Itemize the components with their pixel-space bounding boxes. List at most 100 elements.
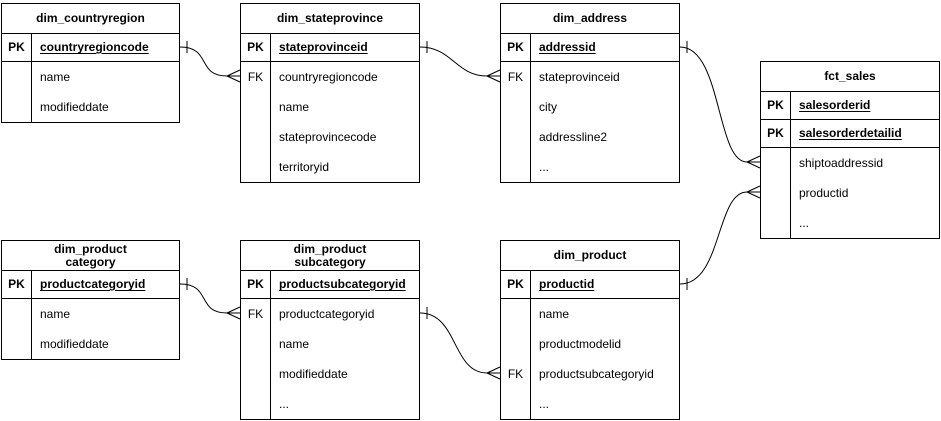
column-name: salesorderdetailid [799,126,902,140]
edge-line [679,191,748,285]
entity-dim-product-subcategory[interactable]: dim_product subcategory PK productsubcat… [240,240,420,420]
entity-dim-address[interactable]: dim_address PK addressid FK stateprovinc… [500,3,680,183]
key-cell [241,122,271,152]
table-row: city [501,92,679,122]
key-cell [501,122,531,152]
relationship-product-fctsales[interactable] [679,185,761,290]
table-row: name [2,62,179,92]
crowfoot-many-icon [226,306,241,320]
column-name: addressline2 [539,129,608,144]
column-name: name [40,69,71,84]
column-name: name [279,99,310,114]
key-cell [501,299,531,329]
crowfoot-many-icon [226,69,241,83]
column-name: countryregioncode [40,40,149,54]
table-row: modifieddate [241,359,419,389]
key-cell [501,152,531,182]
table-row: PK stateprovinceid [241,34,419,62]
fk-label: FK [241,62,271,92]
table-title: dim_product subcategory [241,241,419,271]
key-cell [241,329,271,359]
pk-label: PK [2,34,32,61]
table-title: dim_stateprovince [241,4,419,34]
table-row: FK productcategoryid [241,299,419,329]
column-name: ... [799,215,810,230]
crowfoot-many-icon [746,185,761,199]
relationship-countryregion-stateprovince[interactable] [179,41,241,83]
column-name: modifieddate [279,366,348,381]
table-row: FK stateprovinceid [501,62,679,92]
fk-label: FK [501,62,531,92]
table-row: name [501,299,679,329]
table-row: territoryid [241,152,419,182]
key-cell [761,148,791,178]
table-row: modifieddate [2,329,179,359]
key-cell [2,92,32,122]
relationship-category-subcategory[interactable] [179,278,241,320]
entity-dim-stateprovince[interactable]: dim_stateprovince PK stateprovinceid FK … [240,3,420,183]
table-row: FK productsubcategoryid [501,359,679,389]
key-cell [761,178,791,208]
table-row: PK salesorderdetailid [761,120,939,148]
table-row: ... [501,152,679,182]
key-cell [761,208,791,238]
column-name: ... [539,396,550,411]
key-cell [241,359,271,389]
table-title: dim_product [501,241,679,271]
column-name: modifieddate [40,336,109,351]
table-row: FK countryregioncode [241,62,419,92]
table-row: stateprovincecode [241,122,419,152]
key-cell [501,92,531,122]
key-cell [241,389,271,419]
column-name: ... [279,396,290,411]
column-name: productmodelid [539,336,622,351]
entity-dim-countryregion[interactable]: dim_countryregion PK countryregioncode n… [1,3,180,123]
column-name: territoryid [279,159,330,174]
column-name: productsubcategoryid [539,366,654,381]
relationship-stateprovince-address[interactable] [419,41,501,83]
column-name: name [279,336,310,351]
table-row: PK addressid [501,34,679,62]
table-row: PK productid [501,271,679,299]
table-title: dim_address [501,4,679,34]
relationship-address-fctsales[interactable] [679,41,761,169]
fk-label: FK [241,299,271,329]
pk-label: PK [241,271,271,298]
edge-line [179,283,228,314]
edge-line [419,312,488,374]
column-name: salesorderid [799,98,871,112]
column-name: stateprovinceid [539,69,620,84]
column-name: countryregioncode [279,69,378,84]
column-name: productid [799,185,849,200]
pk-label: PK [761,92,791,119]
pk-label: PK [241,34,271,61]
crowfoot-many-icon [486,366,501,380]
edge-line [419,46,488,77]
table-title: dim_product category [2,241,179,271]
entity-fct-sales[interactable]: fct_sales PK salesorderid PK salesorderd… [760,61,940,239]
table-row: shiptoaddressid [761,148,939,178]
table-row: PK productsubcategoryid [241,271,419,299]
key-cell [2,329,32,359]
entity-dim-product[interactable]: dim_product PK productid name productmod… [500,240,680,420]
table-title: fct_sales [761,62,939,92]
column-name: stateprovincecode [279,129,377,144]
table-row: PK salesorderid [761,92,939,120]
column-name: name [539,306,570,321]
relationship-subcategory-product[interactable] [419,307,501,380]
key-cell [241,92,271,122]
pk-label: PK [501,34,531,61]
key-cell [241,152,271,182]
column-name: ... [539,159,550,174]
key-cell [2,62,32,92]
edge-line [679,46,748,163]
entity-dim-product-category[interactable]: dim_product category PK productcategoryi… [1,240,180,360]
table-row: productid [761,178,939,208]
table-row: PK countryregioncode [2,34,179,62]
column-name: productcategoryid [279,306,375,321]
crowfoot-many-icon [486,69,501,83]
column-name: name [40,306,71,321]
key-cell [2,299,32,329]
edge-line [179,46,228,77]
